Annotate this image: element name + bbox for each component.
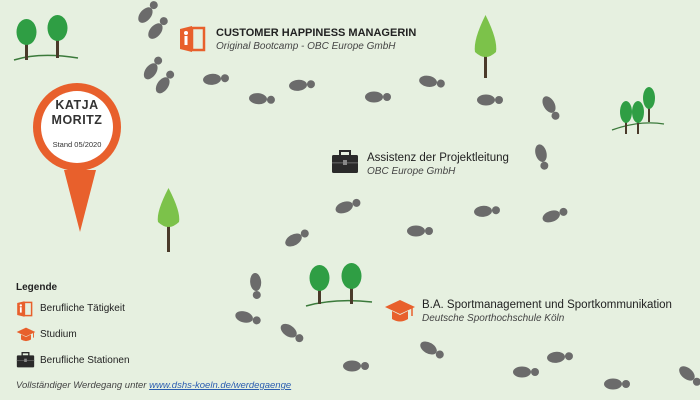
tree-group-icon — [305, 263, 373, 307]
footprint-icon — [365, 91, 391, 103]
career-entry: Assistenz der Projektleitung OBC Europe … — [367, 151, 509, 178]
footprint-icon — [477, 94, 503, 106]
footer-link[interactable]: www.dshs-koeln.de/werdegaenge — [149, 380, 292, 391]
footprint-icon — [335, 198, 361, 214]
footer-text: Vollständiger Werdegang unter — [16, 380, 150, 391]
career-entry: CUSTOMER HAPPINESS MANAGERIN Original Bo… — [216, 26, 416, 53]
footprint-icon — [148, 17, 168, 39]
tree-group-icon — [611, 87, 665, 134]
job-icon — [16, 300, 34, 321]
footprint-icon — [604, 378, 630, 390]
footprint-icon — [138, 1, 158, 23]
entry-subtitle: Deutsche Sporthochschule Köln — [422, 313, 565, 324]
graduation-cap-icon — [384, 298, 416, 329]
footprint-icon — [407, 225, 433, 237]
graduation-cap-icon — [16, 326, 36, 346]
footprint-icon — [542, 96, 560, 120]
profile-first-name: KATJA — [55, 98, 99, 112]
footprint-icon — [420, 341, 444, 359]
footprint-icon — [343, 360, 369, 372]
profile-last-name: MORITZ — [51, 113, 103, 127]
footprint-icon — [250, 273, 262, 299]
entry-title: B.A. Sportmanagement und Sportkommunikat… — [422, 299, 672, 311]
career-entry: B.A. Sportmanagement und Sportkommunikat… — [422, 298, 672, 325]
briefcase-icon — [331, 150, 359, 179]
tree-icon — [474, 15, 497, 78]
footprint-trail — [138, 1, 700, 390]
footprint-icon — [679, 366, 700, 386]
footprint-icon — [235, 311, 261, 325]
entry-subtitle: Original Bootcamp - OBC Europe GmbH — [216, 41, 396, 52]
footprint-icon — [513, 366, 539, 378]
footprint-icon — [289, 79, 315, 91]
profile-name: KATJA MORITZ — [42, 98, 112, 128]
footprint-icon — [419, 75, 445, 88]
footprint-icon — [535, 144, 549, 170]
footprint-icon — [542, 207, 568, 223]
entry-title: CUSTOMER HAPPINESS MANAGERIN — [216, 27, 417, 39]
footprint-icon — [280, 323, 304, 343]
legend-label: Studium — [40, 329, 77, 340]
entry-title: Assistenz der Projektleitung — [367, 152, 509, 164]
legend-label: Berufliche Tätigkeit — [40, 303, 125, 314]
entry-subtitle: OBC Europe GmbH — [367, 166, 456, 177]
legend: Legende Berufliche Tätigkeit Studium — [16, 282, 130, 368]
legend-label: Berufliche Stationen — [40, 355, 130, 366]
footer-note: Vollständiger Werdegang unter www.dshs-k… — [16, 380, 291, 391]
job-icon — [178, 24, 208, 59]
footprint-icon — [143, 56, 163, 80]
tree-icon — [157, 188, 180, 252]
tree-group-icon — [13, 15, 79, 61]
footprint-icon — [474, 205, 500, 217]
profile-date: Stand 05/2020 — [52, 140, 102, 149]
footprint-icon — [547, 351, 573, 363]
legend-title: Legende — [16, 282, 58, 293]
footprint-icon — [155, 70, 175, 94]
briefcase-icon — [16, 352, 35, 371]
footprint-icon — [285, 229, 309, 247]
map-pin-icon — [33, 83, 121, 232]
footprint-icon — [203, 73, 229, 85]
footprint-icon — [249, 93, 275, 105]
